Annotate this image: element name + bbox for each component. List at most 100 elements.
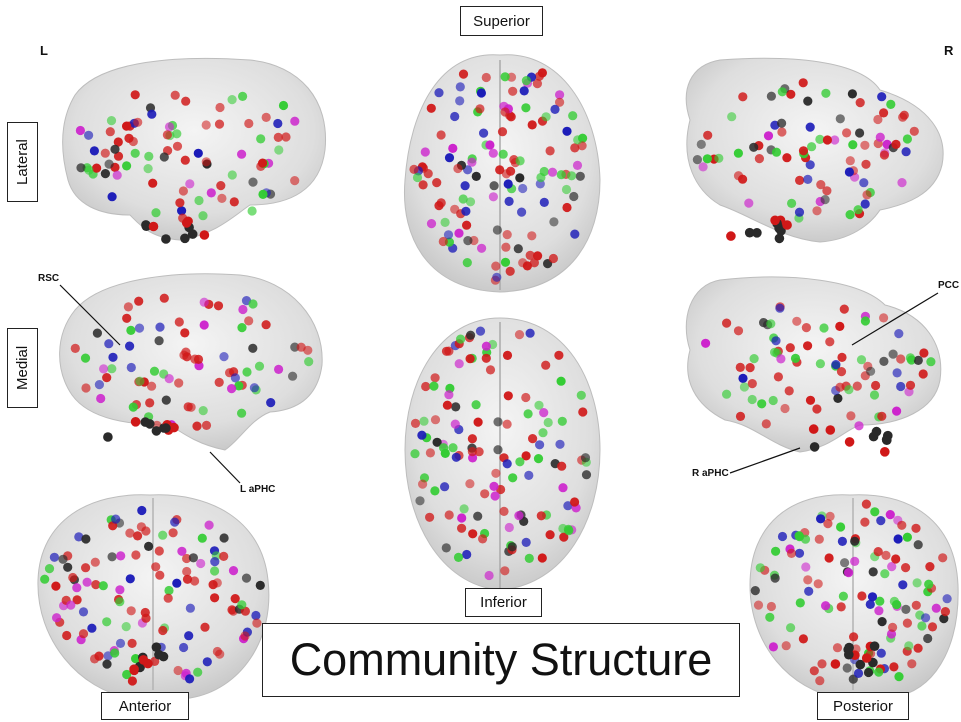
node-sphere <box>896 381 906 392</box>
node-sphere <box>439 443 449 453</box>
node-sphere <box>115 597 125 607</box>
node-sphere <box>184 631 194 641</box>
node-sphere <box>204 520 214 530</box>
node-sphere <box>537 553 547 563</box>
node-sphere <box>782 153 792 163</box>
node-sphere <box>440 217 450 227</box>
node-sphere <box>418 479 428 489</box>
node-sphere <box>809 442 820 452</box>
node-sphere <box>527 120 537 130</box>
node-sphere <box>172 129 182 139</box>
node-sphere <box>896 354 906 364</box>
node-sphere <box>539 408 549 418</box>
node-sphere <box>771 147 782 157</box>
node-sphere <box>784 386 794 396</box>
node-sphere <box>489 481 499 491</box>
node-sphere <box>898 580 908 590</box>
node-sphere <box>467 434 477 444</box>
node-sphere <box>739 382 750 392</box>
node-sphere <box>444 153 455 163</box>
node-sphere <box>99 364 109 374</box>
node-sphere <box>825 425 836 435</box>
node-sphere <box>881 550 891 561</box>
node-sphere <box>873 547 883 557</box>
node-sphere <box>805 160 815 170</box>
node-sphere <box>66 600 76 610</box>
node-sphere <box>913 540 923 550</box>
node-sphere <box>753 600 764 610</box>
node-sphere <box>897 520 907 530</box>
right-hemisphere-label: R <box>944 43 954 58</box>
node-sphere <box>116 551 126 561</box>
node-sphere <box>869 390 880 400</box>
node-sphere <box>80 353 91 363</box>
node-sphere <box>258 158 268 168</box>
node-sphere <box>215 102 225 113</box>
node-sphere <box>901 563 911 573</box>
node-sphere <box>81 534 91 544</box>
node-sphere <box>158 625 168 636</box>
node-sphere <box>911 600 921 610</box>
node-sphere <box>480 489 490 499</box>
node-sphere <box>451 402 461 412</box>
node-sphere <box>126 362 136 373</box>
node-sphere <box>505 266 515 276</box>
node-sphere <box>573 135 583 145</box>
rsc-annotation: RSC <box>38 273 60 284</box>
node-sphere <box>557 416 567 426</box>
node-sphere <box>466 330 476 340</box>
node-sphere <box>190 576 200 586</box>
node-sphere <box>111 514 121 524</box>
node-sphere <box>193 667 203 677</box>
lateral-label: Lateral <box>7 122 38 202</box>
node-sphere <box>885 509 895 520</box>
node-sphere <box>557 461 567 471</box>
node-sphere <box>785 343 795 353</box>
node-sphere <box>786 548 797 559</box>
node-sphere <box>561 184 572 195</box>
node-sphere <box>525 250 535 260</box>
node-sphere <box>755 563 765 573</box>
node-sphere <box>158 651 169 662</box>
node-sphere <box>193 354 204 364</box>
node-sphere <box>853 205 863 215</box>
node-sphere <box>722 318 732 328</box>
node-sphere <box>217 193 227 203</box>
node-sphere <box>201 157 211 167</box>
node-sphere <box>738 174 748 184</box>
node-sphere <box>162 130 172 140</box>
node-sphere <box>879 356 889 366</box>
node-sphere <box>917 621 927 631</box>
node-sphere <box>199 297 209 307</box>
node-sphere <box>185 179 195 189</box>
node-sphere <box>924 579 934 589</box>
node-sphere <box>412 172 423 183</box>
node-sphere <box>90 557 100 567</box>
node-sphere <box>254 361 265 371</box>
node-sphere <box>500 72 510 82</box>
node-sphere <box>569 191 579 202</box>
node-sphere <box>181 218 192 228</box>
node-sphere <box>133 117 143 127</box>
node-sphere <box>525 328 535 338</box>
node-sphere <box>122 669 132 680</box>
node-sphere <box>219 551 229 562</box>
node-sphere <box>72 595 82 605</box>
node-sphere <box>244 118 254 129</box>
node-sphere <box>777 118 787 128</box>
node-sphere <box>467 447 477 457</box>
node-sphere <box>147 109 157 119</box>
node-sphere <box>550 104 560 114</box>
node-sphere <box>581 470 592 480</box>
node-sphere <box>533 251 543 261</box>
node-sphere <box>768 642 779 652</box>
node-sphere <box>790 353 801 363</box>
node-sphere <box>149 366 160 376</box>
node-sphere <box>521 103 531 113</box>
node-sphere <box>188 553 198 563</box>
node-sphere <box>477 243 487 253</box>
node-sphere <box>468 529 478 539</box>
left-hemisphere-label: L <box>40 43 48 58</box>
node-sphere <box>84 165 94 175</box>
